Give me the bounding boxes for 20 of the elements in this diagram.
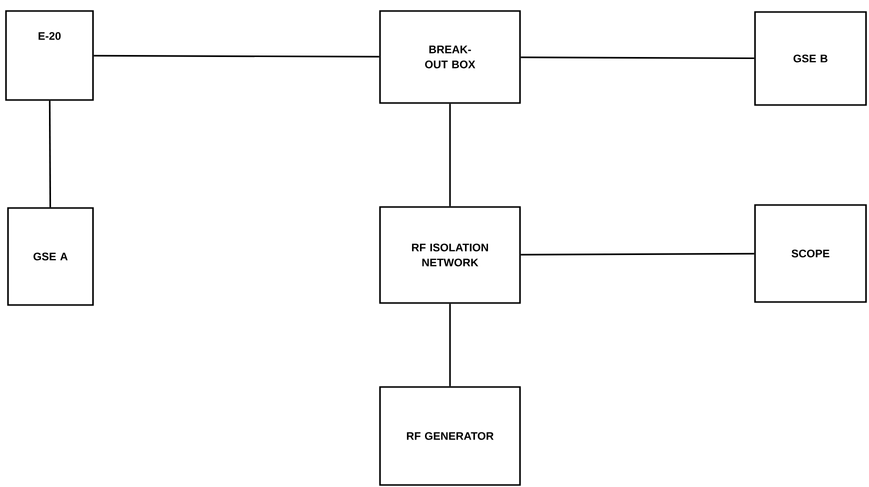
box-label: GSE B — [794, 54, 828, 62]
box-label: GSE A — [34, 252, 68, 260]
connector-line — [520, 252, 754, 256]
box-label: BREAK-OUT BOX — [425, 46, 476, 68]
connector-line — [449, 304, 451, 386]
block-box — [5, 10, 94, 101]
connector-line — [449, 104, 451, 206]
box-label: SCOPE — [792, 250, 830, 258]
box-label: RF ISOLATION NETWORK — [412, 244, 488, 266]
block-box — [754, 11, 867, 106]
block-box — [379, 386, 521, 486]
connector-line — [94, 54, 380, 58]
box-label: RF GENERATOR — [406, 432, 494, 440]
box-label: E-20 — [38, 32, 61, 40]
block-box — [379, 206, 521, 304]
block-box — [379, 10, 521, 104]
block-box — [754, 204, 867, 303]
connector-line — [520, 56, 754, 60]
block-box — [7, 207, 94, 306]
connector-line — [48, 100, 52, 208]
